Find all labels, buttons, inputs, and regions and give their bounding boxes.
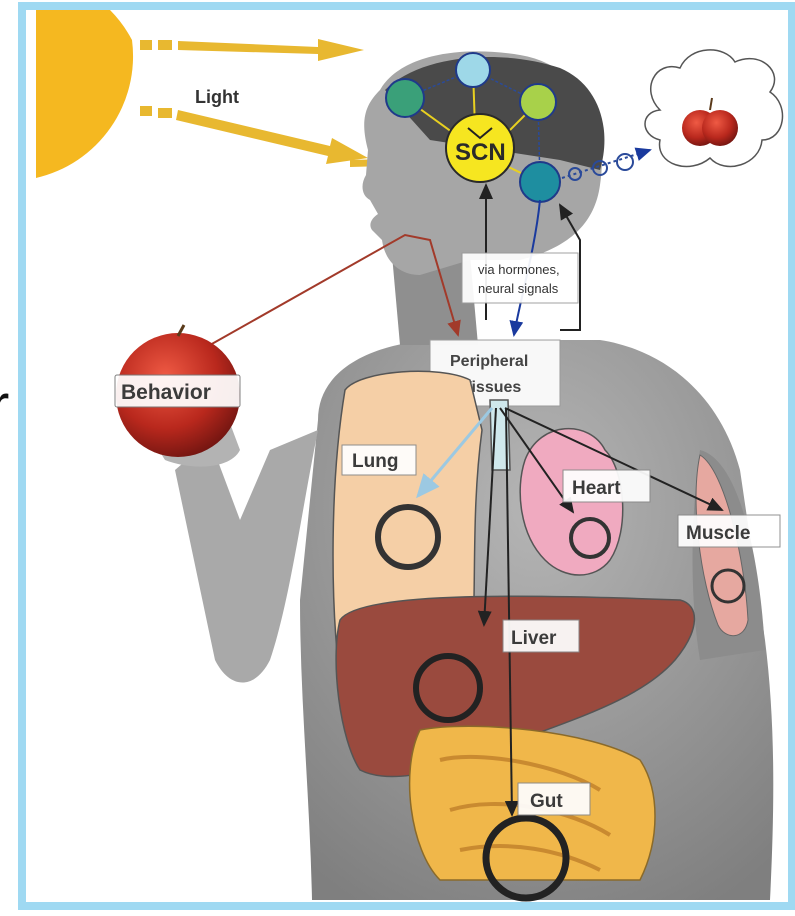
lung-label: Lung <box>352 451 398 472</box>
clock-node-icon <box>456 53 490 87</box>
muscle-label: Muscle <box>686 523 750 544</box>
light-label: Light <box>195 87 239 107</box>
sun-icon <box>36 10 133 178</box>
peripheral-label-line1: Peripheral <box>450 353 528 370</box>
gut-label: Gut <box>530 791 563 812</box>
via-label-line1: via hormones, <box>478 262 560 277</box>
heart-label: Heart <box>572 478 621 499</box>
liver-label: Liver <box>511 628 557 649</box>
clock-node-icon <box>386 79 424 117</box>
scn-label: SCN <box>455 139 506 166</box>
thought-cloud <box>645 50 782 167</box>
clock-node-icon <box>520 84 556 120</box>
cut-off-text: r <box>0 373 9 438</box>
clock-node-icon <box>520 162 560 202</box>
behavior-label: Behavior <box>121 381 211 404</box>
via-label-line2: neural signals <box>478 281 559 296</box>
